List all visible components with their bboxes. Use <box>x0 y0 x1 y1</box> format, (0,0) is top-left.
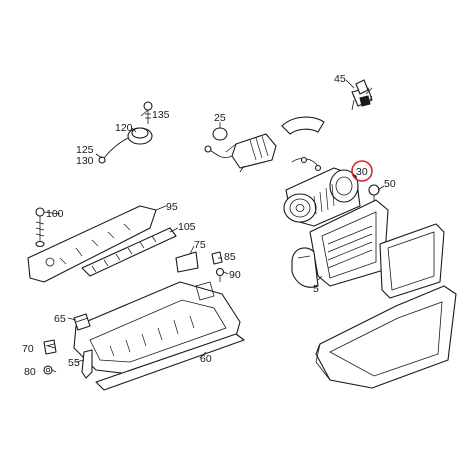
callout-30: 30 <box>356 166 368 178</box>
part-dash-lower-body <box>73 281 241 375</box>
callout-45: 45 <box>334 73 346 85</box>
callout-75: 75 <box>194 239 206 251</box>
part-100-fastener <box>35 207 45 248</box>
callout-95: 95 <box>166 201 178 213</box>
part-135-screw <box>143 101 153 124</box>
part-105-grille <box>81 227 177 277</box>
callout-5: 5 <box>313 283 319 295</box>
highlight-circle-30 <box>351 160 373 182</box>
callout-60: 60 <box>200 353 212 365</box>
callout-130: 130 <box>76 155 94 167</box>
part-95-upper-panel <box>27 205 157 283</box>
callout-85: 85 <box>224 251 236 263</box>
callout-55: 55 <box>68 357 80 369</box>
part-45-switch <box>351 79 373 111</box>
callout-120: 120 <box>115 122 133 134</box>
part-lower-panel <box>315 285 457 389</box>
part-50-screw <box>368 184 380 204</box>
part-75-cover <box>175 251 199 273</box>
part-65-clip <box>73 313 91 331</box>
part-70-bracket <box>43 339 57 355</box>
part-bracket <box>291 156 322 172</box>
leader-lines <box>43 79 385 373</box>
callout-135: 135 <box>152 109 170 121</box>
callout-70: 70 <box>22 343 34 355</box>
part-120-sensor <box>98 127 153 164</box>
callout-80: 80 <box>24 366 36 378</box>
part-85-clip <box>211 251 223 265</box>
callout-105: 105 <box>178 221 196 233</box>
callout-labels: 45 135 120 125 130 25 30 50 100 95 105 7… <box>22 73 396 378</box>
callout-25: 25 <box>214 112 226 124</box>
part-80-nut <box>43 365 53 375</box>
part-25-actuator <box>204 127 277 169</box>
callout-50: 50 <box>384 178 396 190</box>
callout-125: 125 <box>76 144 94 156</box>
part-90-screw <box>215 267 225 282</box>
part-frame-gasket <box>379 223 445 299</box>
part-55-hook <box>81 349 93 379</box>
callout-90: 90 <box>229 269 241 281</box>
callout-65: 65 <box>54 313 66 325</box>
part-60-strip <box>95 333 245 391</box>
part-30-blower-motor <box>283 167 361 227</box>
part-blower-cover <box>281 116 325 135</box>
callout-100: 100 <box>46 208 64 220</box>
part-5-housing <box>291 199 389 288</box>
